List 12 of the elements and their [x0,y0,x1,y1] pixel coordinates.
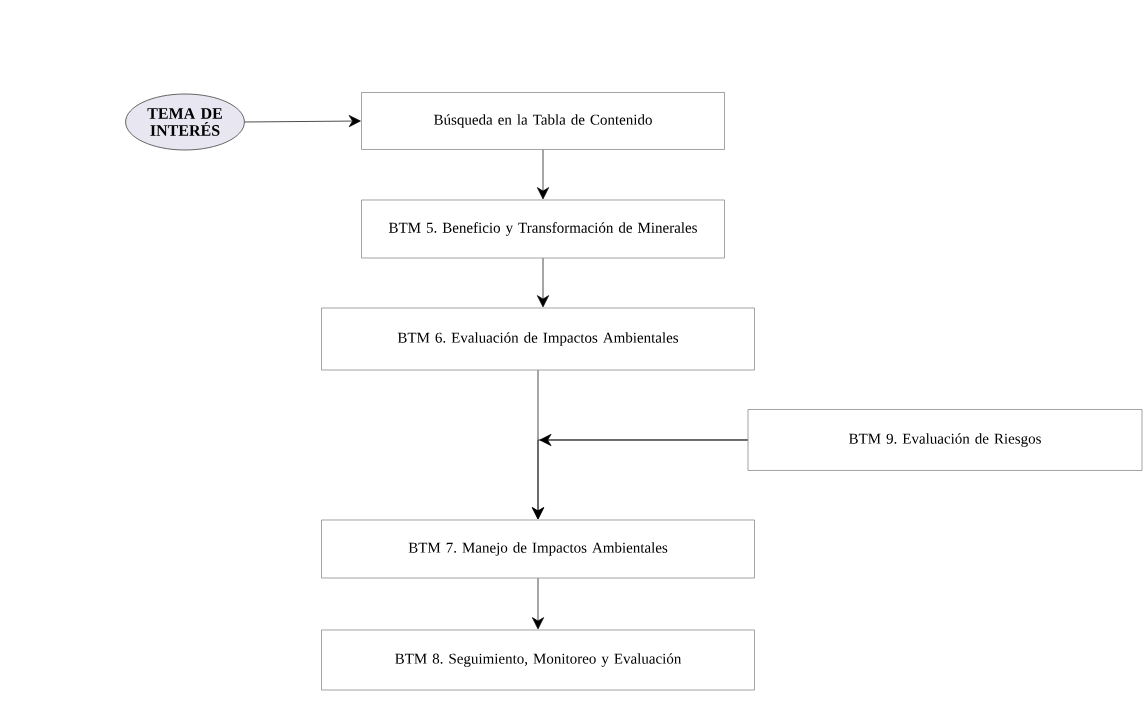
topic-oval: TEMA DE INTERÉS [125,93,245,151]
process-box: Búsqueda en la Tabla de Contenido [361,92,725,150]
arrow [532,577,545,630]
process-box: BTM 5. Beneficio y Transformación de Minerales [361,199,725,259]
process-box: BTM 7. Manejo de Impactos Ambientales [321,519,755,579]
process-box: BTM 9. Evaluación de Riesgos [747,409,1143,471]
arrow [532,433,749,520]
arrow [537,257,550,308]
process-box: BTM 8. Seguimiento, Monitoreo y Evaluación [321,629,755,691]
arrow [537,149,550,200]
process-box: BTM 6. Evaluación de Impactos Ambientales [321,307,755,371]
arrow [244,115,361,128]
